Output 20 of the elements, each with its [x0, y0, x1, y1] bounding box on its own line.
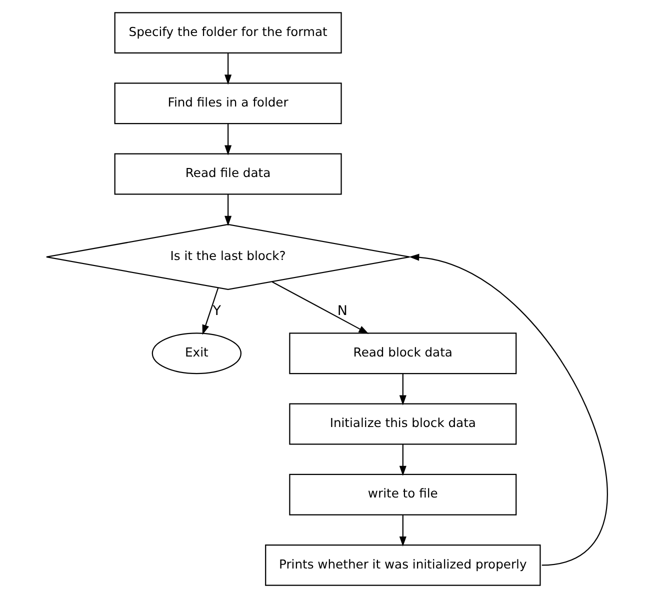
node-box: write to file: [289, 474, 517, 516]
arrow: [399, 374, 406, 406]
node-ellipse: Exit: [152, 332, 242, 374]
node-box: Read file data: [114, 153, 342, 195]
arrow: [399, 515, 406, 547]
node-box: Find files in a folder: [114, 82, 342, 124]
arrow: [409, 254, 608, 566]
edge-label: Y: [212, 304, 221, 319]
node-diamond: Is it the last block?: [46, 224, 410, 290]
node-box: Read block data: [289, 332, 517, 374]
node-box: Specify the folder for the format: [114, 12, 342, 54]
node-box: Prints whether it was initialized properly: [265, 544, 541, 586]
edge-label: N: [337, 304, 348, 319]
arrow: [224, 124, 232, 156]
node-box: Initialize this block data: [289, 403, 517, 445]
arrow: [272, 281, 369, 334]
arrow: [224, 53, 232, 85]
arrow: [202, 288, 219, 335]
arrow: [224, 194, 232, 226]
arrow: [399, 444, 406, 476]
